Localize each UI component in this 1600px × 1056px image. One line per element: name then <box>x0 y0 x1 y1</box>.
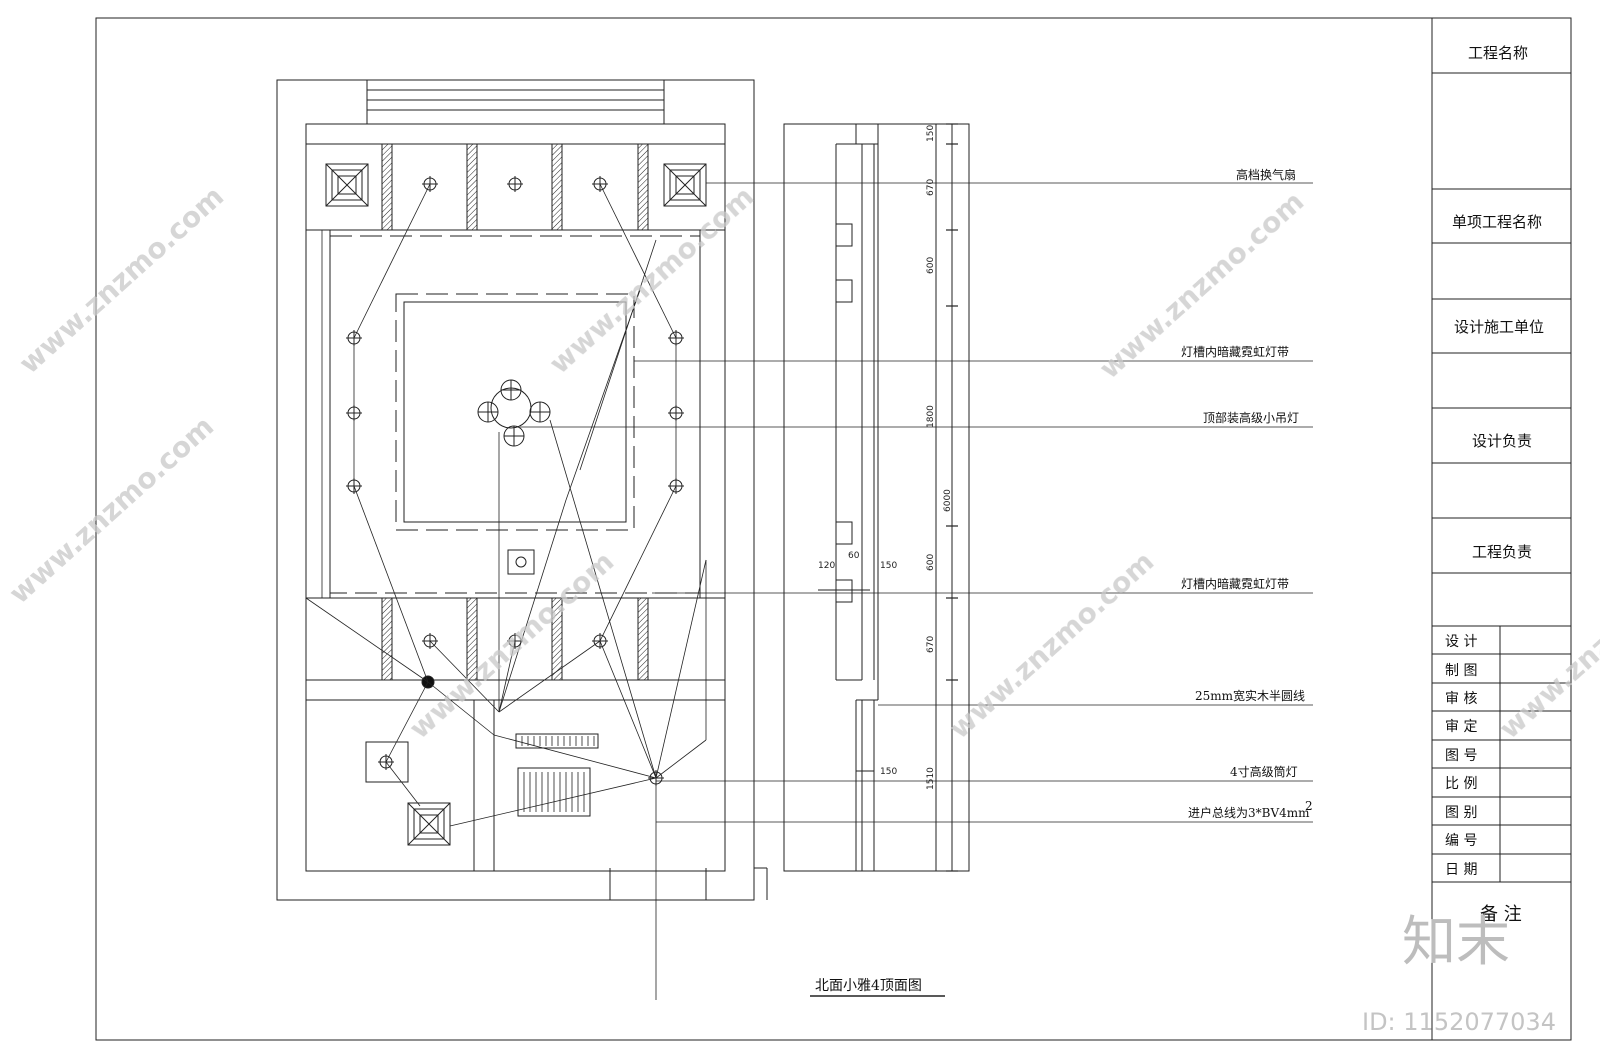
title-block <box>1431 18 1571 1040</box>
leader-lines <box>520 182 1313 823</box>
title-block-rows: 设 计 制 图 审 核 审 定 图 号 比 例 图 别 编 号 日 期 <box>1445 634 1477 878</box>
dim-1510: 1510 <box>926 767 936 790</box>
outer-wall <box>276 79 755 901</box>
dim-150-b: 150 <box>880 767 897 777</box>
dim-600-top: 600 <box>926 257 936 274</box>
watermark-logo: 知末 <box>1402 910 1510 973</box>
callout-wood-molding: 25mm宽实木半圆线 <box>1195 688 1305 703</box>
small-fixture <box>507 549 535 575</box>
tb-row-review: 审 核 <box>1445 691 1477 707</box>
dim-60: 60 <box>848 551 860 561</box>
cove-light-outline <box>329 235 701 594</box>
watermark-url: www.znzmo.com <box>1493 545 1600 746</box>
column-hatch <box>551 597 563 681</box>
callout-cove-light-upper: 灯槽内暗藏霓虹灯带 <box>1181 344 1289 359</box>
tb-project-lead: 工程负责 <box>1472 543 1532 561</box>
dim-670-top: 670 <box>926 179 936 196</box>
tb-design-unit: 设计施工单位 <box>1454 318 1544 336</box>
watermark-url: www.znzmo.com <box>13 180 231 381</box>
tb-sub-project-name: 单项工程名称 <box>1452 213 1542 231</box>
dimension-labels: 150 670 600 1800 600 670 1510 6000 120 6… <box>818 125 953 790</box>
column-hatch <box>637 143 649 231</box>
column-hatch <box>466 143 478 231</box>
callout-superscript: 2 <box>1305 799 1313 813</box>
tb-row-approve: 审 定 <box>1445 719 1477 735</box>
watermark-id: ID: 1152077034 <box>1362 1008 1556 1036</box>
column-hatch <box>466 597 478 681</box>
title-block-labels: 工程名称 单项工程名称 设计施工单位 设计负责 工程负责 <box>1452 44 1544 561</box>
watermark-url: www.znzmo.com <box>543 180 761 381</box>
tb-row-design: 设 计 <box>1445 634 1477 650</box>
tb-row-date: 日 期 <box>1445 862 1477 878</box>
callout-downlight: 4寸高级筒灯 <box>1230 764 1298 779</box>
light-slot <box>835 279 853 303</box>
wiring <box>305 183 707 1000</box>
tb-design-lead: 设计负责 <box>1472 432 1532 450</box>
tb-project-name: 工程名称 <box>1468 44 1528 62</box>
tb-row-scale: 比 例 <box>1445 776 1477 792</box>
sheet-border <box>95 17 1572 1041</box>
dim-150-a: 150 <box>880 561 897 571</box>
downlights <box>346 176 684 786</box>
watermark-group: www.znzmo.com www.znzmo.com www.znzmo.co… <box>3 180 1600 1036</box>
callout-cove-light-lower: 灯槽内暗藏霓虹灯带 <box>1181 576 1289 591</box>
section-view <box>783 123 970 872</box>
plan-view <box>276 79 768 1000</box>
exhaust-fan-left <box>325 163 369 207</box>
tb-row-category: 图 别 <box>1445 805 1477 821</box>
dim-120: 120 <box>818 561 835 571</box>
top-vent <box>366 79 665 125</box>
recessed-panel <box>403 301 627 523</box>
watermark-url: www.znzmo.com <box>3 410 221 611</box>
watermark-url: www.znzmo.com <box>943 545 1161 746</box>
light-slot <box>835 223 853 247</box>
downlight-box <box>365 741 409 783</box>
tb-remarks: 备 注 <box>1480 904 1522 925</box>
lower-zone-left <box>305 699 475 872</box>
inner-cove-outline <box>395 293 635 531</box>
column-hatch <box>381 597 393 681</box>
tb-row-drafting: 制 图 <box>1445 663 1477 679</box>
drawing-title: 北面小雅4顶面图 <box>815 978 922 994</box>
dim-150: 150 <box>926 125 936 142</box>
lower-zone-right <box>493 699 726 872</box>
watermark-url: www.znzmo.com <box>403 545 621 746</box>
column-hatch <box>551 143 563 231</box>
exhaust-fan-bottom <box>407 802 451 846</box>
light-slot <box>835 579 853 603</box>
grille-large <box>517 767 591 817</box>
dim-600-bottom: 600 <box>926 554 936 571</box>
column-hatch <box>381 143 393 231</box>
dim-6000: 6000 <box>943 489 953 512</box>
dim-670-bottom: 670 <box>926 636 936 653</box>
column-hatch <box>637 597 649 681</box>
callout-exhaust-fan: 高档换气扇 <box>1236 167 1296 182</box>
section-outline <box>783 123 970 872</box>
callout-main-line: 进户总线为3*BV4mm <box>1188 805 1310 820</box>
callout-pendant-light: 顶部装高级小吊灯 <box>1203 410 1299 425</box>
light-slot <box>835 521 853 545</box>
pendant-light <box>477 379 551 447</box>
tb-row-drawing-no: 图 号 <box>1445 748 1477 764</box>
exhaust-fan-right <box>663 163 707 207</box>
tb-row-serial: 编 号 <box>1445 833 1477 849</box>
dim-1800: 1800 <box>926 405 936 428</box>
